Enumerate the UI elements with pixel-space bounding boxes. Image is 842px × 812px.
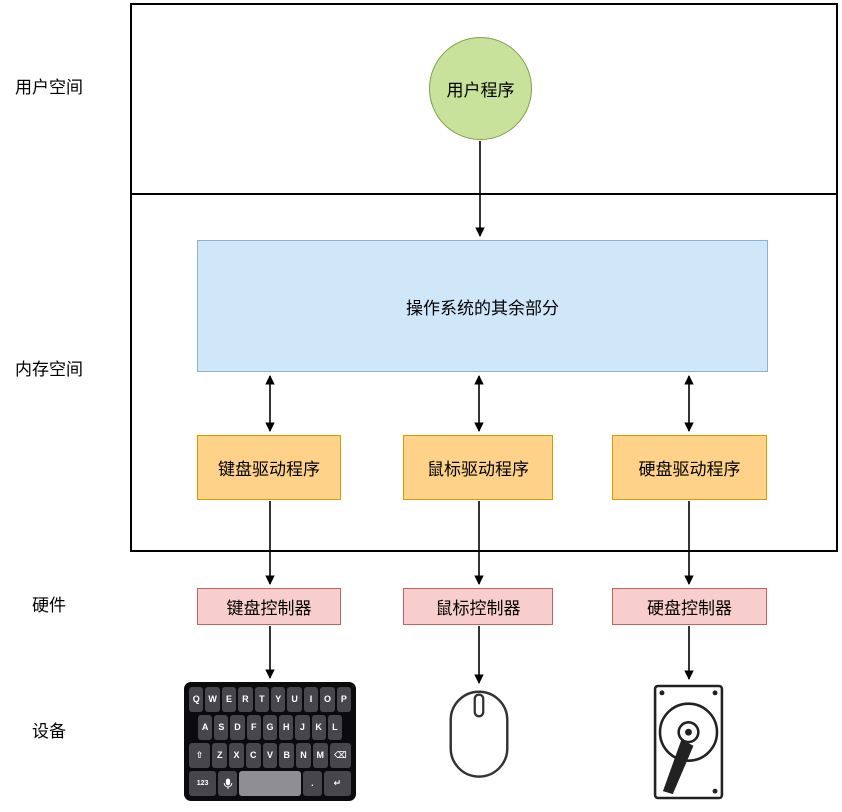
mouse-icon: [449, 690, 509, 778]
keyboard-key: X: [229, 743, 244, 768]
keyboard-key: D: [230, 715, 245, 740]
system-region-outline: [130, 3, 838, 552]
keyboard-key: B: [279, 743, 295, 768]
keyboard-key: F: [246, 715, 261, 740]
hard-disk-icon: [653, 684, 724, 800]
keyboard-key: Z: [212, 743, 228, 768]
controller-node-keyboard: 键盘控制器: [197, 588, 341, 625]
controller-node-disk: 硬盘控制器: [612, 588, 767, 625]
keyboard-key: T: [254, 687, 270, 712]
keyboard-key: E: [221, 687, 237, 712]
numbers-key: 123: [189, 771, 217, 796]
keyboard-key: R: [238, 687, 253, 712]
driver-keyboard-label: 键盘驱动程序: [218, 460, 320, 479]
driver-node-keyboard: 键盘驱动程序: [197, 435, 341, 500]
keyboard-key: N: [296, 743, 311, 768]
layer-label-user-space: 用户空间: [15, 78, 83, 97]
driver-mouse-label: 鼠标驱动程序: [427, 460, 529, 479]
layer-label-hardware: 硬件: [32, 596, 66, 615]
backspace-key-icon: ⌫: [329, 743, 352, 768]
keyboard-key: Q: [189, 687, 204, 712]
keyboard-key: P: [336, 687, 352, 712]
driver-node-disk: 硬盘驱动程序: [612, 435, 767, 500]
keyboard-key: K: [311, 715, 326, 740]
user-program-node: 用户程序: [429, 37, 532, 140]
keyboard-key: V: [262, 743, 278, 768]
user-program-label: 用户程序: [446, 81, 515, 100]
keyboard-key: U: [287, 687, 302, 712]
os-rest-label: 操作系统的其余部分: [406, 298, 559, 318]
keyboard-key: W: [205, 687, 220, 712]
keyboard-key: S: [214, 715, 229, 740]
microphone-icon: [223, 778, 232, 789]
shift-key-icon: ⇧: [189, 743, 211, 768]
os-rest-node: 操作系统的其余部分: [197, 240, 768, 372]
keyboard-key: G: [262, 715, 278, 740]
keyboard-key: J: [295, 715, 310, 740]
keyboard-row-4: 123 . ↵: [189, 771, 351, 796]
mic-key-icon: [218, 771, 238, 796]
keyboard-key: L: [327, 715, 342, 740]
controller-mouse-label: 鼠标控制器: [435, 599, 521, 618]
driver-node-mouse: 鼠标驱动程序: [403, 435, 553, 500]
hdd-actuator-arm: [662, 739, 694, 795]
controller-disk-label: 硬盘控制器: [647, 599, 732, 618]
keyboard-key: C: [245, 743, 261, 768]
controller-node-mouse: 鼠标控制器: [403, 588, 553, 625]
keyboard-key: H: [279, 715, 294, 740]
keyboard-key: M: [312, 743, 328, 768]
keyboard-key: A: [198, 715, 213, 740]
space-key: [239, 771, 301, 796]
return-key-icon: ↵: [323, 771, 351, 796]
mouse-scroll-wheel: [473, 693, 485, 718]
keyboard-key: O: [320, 687, 335, 712]
controller-keyboard-label: 键盘控制器: [226, 599, 312, 618]
user-kernel-divider: [130, 193, 838, 195]
keyboard-key: Y: [271, 687, 286, 712]
driver-disk-label: 硬盘驱动程序: [638, 460, 741, 479]
keyboard-key: I: [303, 687, 319, 712]
layer-label-memory-space: 内存空间: [15, 360, 83, 379]
layer-label-devices: 设备: [32, 722, 66, 741]
period-key: .: [302, 771, 322, 796]
